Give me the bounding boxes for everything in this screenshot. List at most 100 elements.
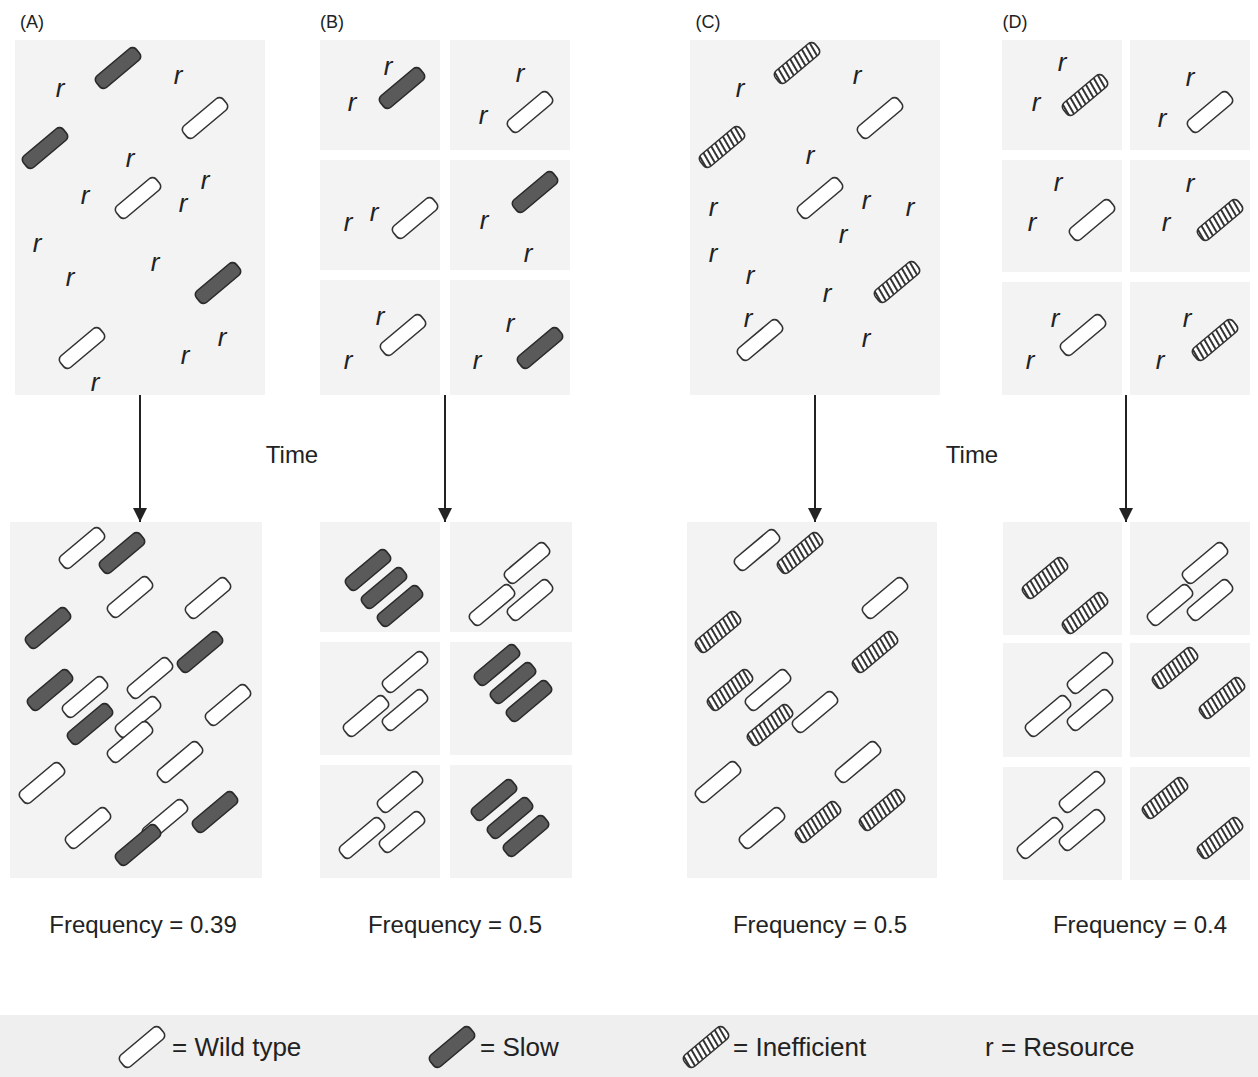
resource-symbol: r xyxy=(1032,89,1041,115)
panel-ground xyxy=(1002,40,1122,150)
inefficient-cell xyxy=(872,260,921,305)
slow-cell xyxy=(510,170,559,215)
inefficient-cell xyxy=(1060,591,1109,636)
legend-text: = Slow xyxy=(480,1034,559,1060)
legend-text: r = Resource xyxy=(985,1034,1135,1060)
resource-symbol: r xyxy=(709,240,718,266)
frequency-caption: Frequency = 0.4 xyxy=(1053,913,1227,937)
wild-type-cell xyxy=(105,720,154,765)
resource-symbol: r xyxy=(1054,169,1063,195)
wild-type-cell xyxy=(377,810,426,855)
slow-cell xyxy=(65,702,114,747)
resource-symbol: r xyxy=(862,325,871,351)
panel-ground xyxy=(1130,522,1250,635)
panel-ground xyxy=(1003,767,1122,880)
patch-panel: rr xyxy=(320,280,440,395)
resource-symbol: r xyxy=(348,89,357,115)
slow-cell xyxy=(190,790,239,835)
frequency-caption: Frequency = 0.5 xyxy=(733,913,907,937)
panel-ground xyxy=(1130,40,1250,150)
panel-ground xyxy=(320,280,440,395)
resource-symbol: r xyxy=(179,190,188,216)
resource-symbol: r xyxy=(1058,49,1067,75)
inefficient-cell xyxy=(1150,646,1199,691)
wild-type-cell xyxy=(737,806,786,851)
slow-sample xyxy=(427,1025,476,1070)
wild-type-cell xyxy=(1145,583,1194,628)
resource-symbol: r xyxy=(1158,105,1167,131)
legend-text: = Wild type xyxy=(172,1034,301,1060)
wild-type-cell xyxy=(203,683,252,728)
panel-ground xyxy=(450,40,570,150)
panel-ground xyxy=(1002,160,1122,272)
wild-type-cell xyxy=(1023,694,1072,739)
resource-symbol: r xyxy=(126,145,135,171)
wild-type-cell xyxy=(341,694,390,739)
resource-symbol: r xyxy=(1028,209,1037,235)
patch-panel: rr xyxy=(1130,282,1250,395)
resource-symbol: r xyxy=(1162,209,1171,235)
inefficient-cell xyxy=(1195,816,1244,861)
wild-type-cell xyxy=(790,690,839,735)
resource-symbol: r xyxy=(709,194,718,220)
wild-type-cell xyxy=(380,688,429,733)
inefficient-cell xyxy=(745,703,794,748)
wild-type-cell xyxy=(1058,313,1107,358)
inefficient-cell xyxy=(775,531,824,576)
panel-ground xyxy=(690,40,940,395)
resource-symbol: r xyxy=(906,194,915,220)
panel-ground xyxy=(1130,643,1250,757)
inefficient-sample xyxy=(681,1025,730,1070)
panel-ground xyxy=(1003,643,1122,757)
resource-symbol: r xyxy=(384,53,393,79)
panel-ground xyxy=(320,160,440,270)
time-arrow xyxy=(444,395,446,522)
inefficient-cell xyxy=(697,125,746,170)
wild-type-cell xyxy=(155,740,204,785)
inefficient-cell xyxy=(1190,318,1239,363)
panel-letter: (A) xyxy=(20,13,44,31)
time-label: Time xyxy=(266,443,318,467)
wild-type-cell xyxy=(1065,651,1114,696)
wild-type-cell xyxy=(735,318,784,363)
time-label: Time xyxy=(946,443,998,467)
slow-cell xyxy=(375,584,424,629)
time-arrow xyxy=(814,395,816,522)
resource-symbol: r xyxy=(218,324,227,350)
wild-type-cell xyxy=(375,770,424,815)
wild-type-cell xyxy=(855,96,904,141)
result-panel: Frequency = 0.5 xyxy=(687,522,937,878)
resource-symbol: r xyxy=(33,230,42,256)
slow-cell xyxy=(97,531,146,576)
panel-grounds xyxy=(0,40,1258,1077)
inefficient-cell xyxy=(1197,676,1246,721)
resource-symbol: r xyxy=(1186,64,1195,90)
wild-type-cell xyxy=(390,196,439,241)
wild-type-cell xyxy=(378,313,427,358)
resource-symbol: r xyxy=(1026,347,1035,373)
population-panel: (A)rrrrrrrrrrrr xyxy=(15,40,265,395)
panel-ground xyxy=(320,765,440,878)
patch-panel: rr xyxy=(450,280,570,395)
wild-type-cell xyxy=(113,176,162,221)
resource-symbol: r xyxy=(1156,347,1165,373)
resource-symbol: r xyxy=(736,75,745,101)
wild-type-cell xyxy=(17,761,66,806)
resource-symbol: r xyxy=(91,369,100,395)
patch-panel: rr xyxy=(320,40,440,150)
wild-type-sample xyxy=(117,1025,166,1070)
inefficient-cell xyxy=(1140,776,1189,821)
cells-bottom xyxy=(17,526,1246,868)
resource-symbol: r xyxy=(1051,305,1060,331)
panel-letter: (C) xyxy=(696,13,721,31)
wild-type-cell xyxy=(1057,770,1106,815)
wild-type-cell xyxy=(1067,198,1116,243)
inefficient-cell xyxy=(1060,73,1109,118)
panel-ground xyxy=(687,522,937,878)
population-group: rrrrrrrrrrrr(B) xyxy=(320,40,570,395)
frequency-caption: Frequency = 0.39 xyxy=(49,913,236,937)
resource-symbol: r xyxy=(151,249,160,275)
panel-ground xyxy=(450,765,572,878)
wild-type-cell xyxy=(505,578,554,623)
slow-cell xyxy=(515,326,564,371)
